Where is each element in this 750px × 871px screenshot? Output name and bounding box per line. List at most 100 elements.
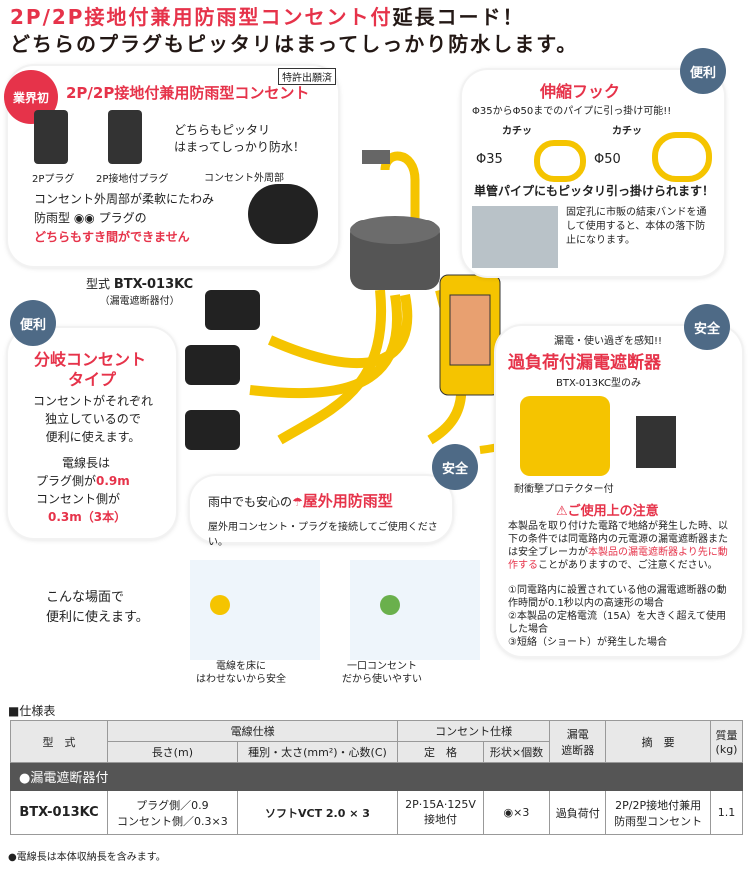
spec-group: ●漏電遮断器付 <box>10 762 743 791</box>
outer-label: コンセント外周部 <box>204 173 284 184</box>
breaker-photo <box>636 416 676 468</box>
click1: カチッ <box>502 126 532 137</box>
spec-h-length: 長さ(m) <box>107 741 238 763</box>
umbrella-icon: ☂ <box>292 495 303 509</box>
badge-safety-rain: 安全 <box>432 444 478 490</box>
diameter-50: Φ50 <box>594 152 621 167</box>
spec-model: BTX-013KC <box>10 790 108 835</box>
patent-desc1: コンセント外周部が柔軟にたわみ <box>34 192 215 206</box>
hook-sub: Φ35からΦ50までのパイプに引っ掛け可能!! <box>472 106 672 117</box>
outlet-side-label: コンセント側が <box>36 492 121 506</box>
caution-item: ③短絡（ショート）が発生した場合 <box>508 637 667 648</box>
badge-safety-breaker: 安全 <box>684 304 730 350</box>
patent-desc2: 防雨型 <box>34 211 71 225</box>
breaker-sub: 漏電・使い過ぎを感知!! <box>554 336 663 347</box>
spec-h-weight: 質量 (kg) <box>710 720 743 763</box>
spec-h-model: 型 式 <box>10 720 108 763</box>
patent-title: 2P/2P接地付兼用防雨型コンセント <box>66 84 310 102</box>
hook-title: 伸縮フック <box>540 82 621 101</box>
model-label: 型式 BTX-013KC （漏電遮断器付） <box>86 275 193 307</box>
spec-len2: コンセント側／0.3×3 <box>116 814 228 828</box>
plug-ground-image <box>108 110 142 164</box>
spec-summary: 2P/2P接地付兼用 防雨型コンセント <box>605 790 711 835</box>
caution-red: 本製品の漏電遮断器より先に動作する <box>508 547 728 571</box>
spec-h-type: 種別・太さ(mm²)・心数(C) <box>236 741 399 763</box>
callout-branch: 分岐コンセント タイプ コンセントがそれぞれ 独立しているので 便利に使えます。… <box>8 328 176 538</box>
spec-h-outlet: コンセント仕様 <box>397 720 551 742</box>
spec-breaker: 過負荷付 <box>549 790 607 835</box>
caution-icon: ⚠ <box>556 504 568 519</box>
scene-caption-1: 電線を床に はわせないから安全 <box>196 661 286 685</box>
header-line1-red: 2P/2P接地付兼用防雨型コンセント付 <box>10 5 393 29</box>
spec-footnote: ●電線長は本体収納長を含みます。 <box>8 852 166 863</box>
hook-50-image <box>652 132 712 182</box>
model-label-text: 型式 <box>86 277 111 291</box>
plug-side-label: プラグ側が <box>36 474 97 488</box>
diameter-35: Φ35 <box>476 152 503 167</box>
caution-text1: 本製品を取り付けた電路で地絡が発生した時、以下の条件では同電路内の元電源の漏電遮… <box>508 521 728 558</box>
outlet-closeup-image <box>248 184 318 244</box>
branch-title2: タイプ <box>68 370 117 389</box>
single-pipe-text: 単管パイプにもピッタリ引っ掛けられます！ <box>474 184 715 198</box>
rain-title: 屋外用防雨型 <box>302 492 393 510</box>
scene-illustrations <box>190 560 480 660</box>
callout-hook: 伸縮フック Φ35からΦ50までのパイプに引っ掛け可能!! カチッ カチッ Φ3… <box>462 70 724 276</box>
hook-35-image <box>534 140 586 182</box>
spec-h-summary: 摘 要 <box>605 720 711 763</box>
spec-section-title: ■仕様表 <box>8 704 56 718</box>
plug-side-value: 0.9m <box>96 474 130 488</box>
caution-item: ①同電路内に設置されている他の漏電遮断器の動作時間が0.1秒以内の高速形の場合 <box>508 585 727 609</box>
protector-label: 耐衝撃プロテクター付 <box>514 484 614 495</box>
outlet-2 <box>185 345 240 385</box>
patent-label: 特許出願済 <box>278 68 336 85</box>
badge-convenient-branch: 便利 <box>10 300 56 346</box>
branch-desc: コンセントがそれぞれ 独立しているので 便利に使えます。 <box>32 394 153 444</box>
caution-text2: ことがありますので、ご注意ください。 <box>538 560 718 571</box>
spec-shape: ×3 <box>513 806 530 819</box>
outlet-1 <box>205 290 260 330</box>
plug-2p-label: 2Pプラグ <box>32 174 75 185</box>
header-line2: どちらのプラグもピッタリはまってしっかり防水します。 <box>10 32 579 56</box>
protector-photo <box>520 396 610 476</box>
breaker-title: 過負荷付漏電遮断器 <box>508 353 661 373</box>
rain-desc: 屋外用コンセント・プラグを接続してご使用ください。 <box>208 522 438 548</box>
spec-h-shape: 形状×個数 <box>482 741 551 763</box>
badge-convenient-hook: 便利 <box>680 48 726 94</box>
branch-title1: 分岐コンセント <box>34 350 147 369</box>
spec-h-breaker: 漏電 遮断器 <box>549 720 607 763</box>
callout-breaker: 漏電・使い過ぎを感知!! 過負荷付漏電遮断器 BTX-013KC型のみ 耐衝撃プ… <box>496 326 742 656</box>
fit-text: どちらもピッタリ はまってしっかり防水！ <box>174 123 305 154</box>
rain-lead: 雨中でも安心の <box>208 495 293 509</box>
spec-weight: 1.1 <box>710 790 743 835</box>
spec-len1: プラグ側／0.9 <box>136 798 209 812</box>
outlet-3 <box>185 410 240 450</box>
len-label: 電線長は <box>62 456 111 470</box>
caution-item: ②本製品の定格電流（15A）を大きく超えて使用した場合 <box>508 611 727 635</box>
callout-rain: 雨中でも安心の☂屋外用防雨型 屋外用コンセント・プラグを接続してご使用ください。 <box>190 476 452 548</box>
scenes-intro: こんな場面で 便利に使えます。 <box>46 590 149 625</box>
spec-table: 型 式 電線仕様 コンセント仕様 漏電 遮断器 摘 要 質量 (kg) 長さ(m… <box>10 720 743 835</box>
caution-items: ①同電路内に設置されている他の漏電遮断器の動作時間が0.1秒以内の高速形の場合 … <box>508 584 734 649</box>
spec-type: ソフトVCT 2.0 × 3 <box>236 790 399 835</box>
caution-body: 本製品を取り付けた電路で地絡が発生した時、以下の条件では同電路内の元電源の漏電遮… <box>508 520 734 572</box>
plug-symbols-icon: ◉◉ <box>70 211 99 225</box>
outlet-shape-icon: ◉ <box>503 806 514 819</box>
hook-note: 固定孔に市販の結束バンドを通して使用すると、本体の落下防止になります。 <box>566 207 707 246</box>
patent-desc3: プラグの <box>98 211 147 225</box>
callout-patent: 業界初 特許出願済 2P/2P接地付兼用防雨型コンセント 2Pプラグ 2P接地付… <box>4 66 338 266</box>
patent-desc4: どちらもすき間ができません <box>34 230 190 244</box>
model-sub: （漏電遮断器付） <box>99 296 180 307</box>
outlet-side-value: 0.3m（3本） <box>48 510 127 524</box>
scene-caption-2: 一口コンセント だから使いやすい <box>342 661 422 685</box>
plug-2p-image <box>34 110 68 164</box>
click2: カチッ <box>612 126 642 137</box>
pipe-photo <box>472 206 558 268</box>
spec-h-wire: 電線仕様 <box>106 720 399 742</box>
breaker-model-only: BTX-013KC型のみ <box>556 378 642 389</box>
spec-h-rating: 定 格 <box>397 741 484 763</box>
table-row: BTX-013KC プラグ側／0.9 コンセント側／0.3×3 ソフトVCT 2.… <box>10 790 743 835</box>
spec-rating: 2P·15A·125V 接地付 <box>397 790 484 835</box>
model-code: BTX-013KC <box>113 277 194 292</box>
hook-tip <box>362 150 390 164</box>
caution-title: ご使用上の注意 <box>567 504 659 519</box>
